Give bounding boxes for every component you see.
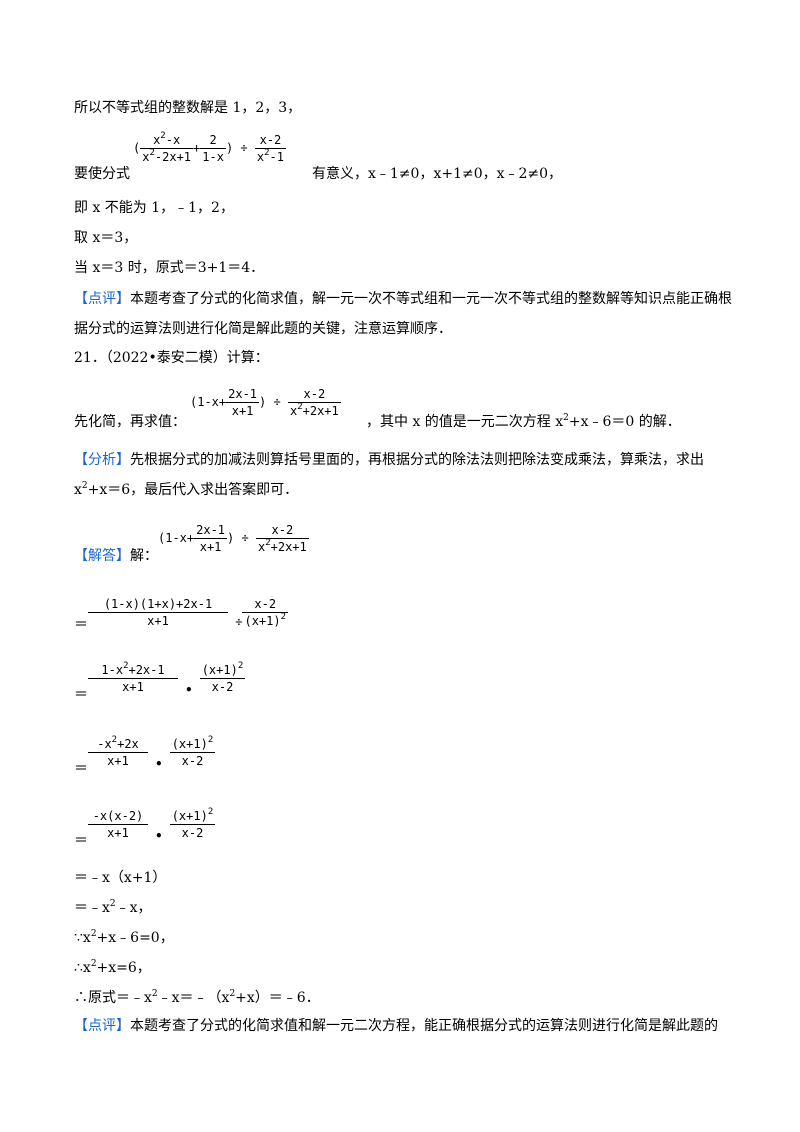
comment-block-1: 【点评】本题考查了分式的化简求值，解一元一次不等式组和一元一次不等式组的整数解等… bbox=[74, 284, 734, 344]
question-21-heading: 21．（2022•泰安二模）计算： bbox=[74, 350, 269, 366]
equals-sign: ＝ bbox=[74, 617, 88, 633]
comment-tag: 【点评】 bbox=[74, 291, 130, 307]
analysis-line-2: x2+x＝6，最后代入求出答案即可． bbox=[74, 481, 299, 499]
result-line-2: ＝﹣x2﹣x， bbox=[74, 899, 152, 917]
analysis-line-1: 【分析】先根据分式的加减法则算括号里面的，再根据分式的除法法则把除法变成乘法，算… bbox=[74, 452, 704, 468]
solution-tag: 【解答】 bbox=[74, 548, 130, 564]
result-line-1: ＝﹣x（x+1） bbox=[74, 870, 167, 886]
comment-block-2: 【点评】本题考查了分式的化简求值和解一元二次方程，能正确根据分式的运算法则进行化… bbox=[74, 1016, 718, 1036]
text-line-evaluate: 当 x＝3 时，原式＝3+1＝4． bbox=[74, 260, 265, 276]
question-21-condition: ，其中 x 的值是一元二次方程 x2+x﹣6＝0 的解． bbox=[366, 413, 681, 431]
solution-label: 【解答】解： bbox=[74, 548, 158, 564]
text-line-excluded-values: 即 x 不能为 1，﹣1，2， bbox=[74, 200, 234, 216]
text-line-domain-prefix: 要使分式 bbox=[74, 166, 130, 182]
analysis-tag: 【分析】 bbox=[74, 452, 130, 468]
comment-text: 本题考查了分式的化简求值，解一元一次不等式组和一元一次不等式组的整数解等知识点能… bbox=[74, 291, 732, 337]
result-line-4: ∴x2+x=6， bbox=[74, 959, 151, 977]
equals-sign: ＝ bbox=[74, 687, 88, 703]
text-line-domain-conditions: 有意义，x﹣1≠0，x+1≠0，x﹣2≠0， bbox=[312, 166, 563, 182]
result-line-3: ∵x2+x﹣6=0， bbox=[74, 929, 174, 947]
question-21-prefix: 先化简，再求值： bbox=[74, 414, 186, 430]
result-line-5: ∴原式＝﹣x2﹣x＝﹣（x2+x）＝﹣6． bbox=[74, 989, 320, 1007]
text-line-integer-solutions: 所以不等式组的整数解是 1，2，3， bbox=[74, 100, 302, 116]
text-line-choose-x: 取 x＝3， bbox=[74, 230, 138, 246]
comment-tag: 【点评】 bbox=[74, 1018, 130, 1034]
comment-text: 本题考查了分式的化简求值和解一元二次方程，能正确根据分式的运算法则进行化简是解此… bbox=[130, 1018, 718, 1034]
equals-sign: ＝ bbox=[74, 761, 88, 777]
equals-sign: ＝ bbox=[74, 833, 88, 849]
math-paren: ( bbox=[133, 141, 141, 155]
